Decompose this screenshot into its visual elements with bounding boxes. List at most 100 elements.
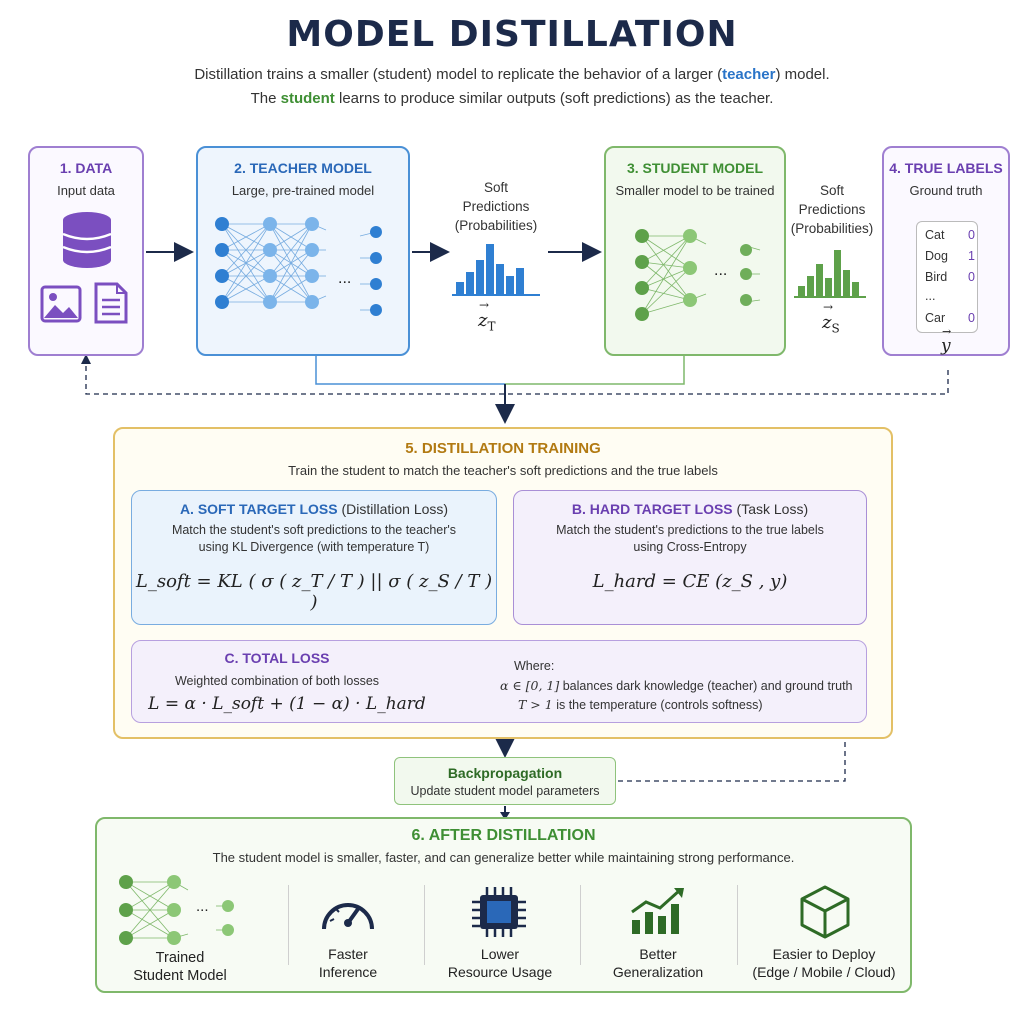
label-name: Dog	[925, 249, 948, 263]
divider	[737, 885, 738, 965]
label-value: 0	[968, 270, 975, 284]
label-row: Bird 0	[925, 270, 975, 284]
hard-loss-title: B. HARD TARGET LOSS	[571, 501, 733, 517]
feature-line2: (Edge / Mobile / Cloud)	[752, 964, 896, 980]
total-loss-desc: Weighted combination of both losses	[174, 674, 380, 688]
student-vector-sub: S	[831, 321, 840, 336]
page-title: MODEL DISTILLATION	[286, 14, 738, 55]
soft-loss-formula: L_soft = KL ( σ ( z_T / T ) || σ ( z_S /…	[135, 571, 493, 613]
alpha-text: balances dark knowledge (teacher) and gr…	[562, 679, 853, 693]
temperature-explanation: T > 1 is the temperature (controls softn…	[518, 697, 763, 712]
divider	[424, 885, 425, 965]
teacher-feed-line	[315, 356, 505, 385]
teacher-soft-predictions-label: Soft Predictions (Probabilities)	[448, 178, 544, 235]
temp-math: T > 1	[518, 697, 553, 712]
label-row: ...	[925, 289, 975, 303]
soft-loss-subtitle: (Distillation Loss)	[337, 501, 449, 517]
after-desc: The student model is smaller, faster, an…	[212, 850, 795, 865]
data-heading: 1. DATA	[59, 160, 113, 176]
student-model-box: 3. STUDENT MODEL Smaller model to be tra…	[604, 146, 786, 356]
label-value: 0	[968, 228, 975, 242]
temp-text: is the temperature (controls softness)	[556, 698, 763, 712]
labels-vector-letter: y	[941, 336, 951, 356]
subtitle-text: Distillation trains a smaller (student) …	[194, 66, 723, 83]
subtitle-text: ) model.	[775, 66, 830, 83]
backprop-heading: Backpropagation	[447, 765, 563, 781]
speedometer-icon	[322, 903, 374, 930]
hard-loss-subtitle: (Task Loss)	[732, 501, 809, 517]
feature-easier-to-deploy: Easier to Deploy (Edge / Mobile / Cloud)	[748, 945, 900, 981]
teacher-heading: 2. TEACHER MODEL	[234, 160, 372, 176]
teacher-vector-sub: T	[487, 319, 496, 334]
hard-loss-desc-1: Match the student's predictions to the t…	[556, 523, 824, 537]
feature-line1: Lower	[480, 946, 520, 962]
data-box: 1. DATA Input data	[28, 146, 144, 356]
backpropagation-box: Backpropagation Update student model par…	[394, 757, 616, 805]
labels-desc: Ground truth	[909, 183, 983, 198]
subtitle-line-1: Distillation trains a smaller (student) …	[0, 66, 1024, 83]
document-icon	[94, 282, 128, 324]
dashed-feedback-top	[85, 366, 949, 395]
student-soft-line3: (Probabilities)	[790, 221, 874, 236]
alpha-explanation: α ∈ [0, 1] balances dark knowledge (teac…	[500, 678, 853, 693]
teacher-ellipsis: ...	[338, 270, 352, 287]
student-soft-line2: Predictions	[798, 202, 866, 217]
teacher-soft-line3: (Probabilities)	[454, 218, 538, 233]
backprop-desc: Update student model parameters	[410, 784, 600, 798]
feature-line1: Better	[639, 946, 677, 962]
student-heading: 3. STUDENT MODEL	[626, 160, 764, 176]
trained-student-label: Trained Student Model	[120, 949, 240, 985]
teacher-desc: Large, pre-trained model	[231, 183, 375, 198]
student-desc: Smaller model to be trained	[615, 183, 775, 198]
label-row: Dog 1	[925, 249, 975, 263]
soft-loss-heading: A. SOFT TARGET LOSS (Distillation Loss)	[132, 501, 496, 517]
label-name: Cat	[925, 228, 945, 242]
feature-line2: Inference	[318, 964, 378, 980]
feature-line1: Faster	[328, 946, 368, 962]
teacher-model-box: 2. TEACHER MODEL Large, pre-trained mode…	[196, 146, 410, 356]
label-value: 1	[968, 249, 975, 263]
total-loss-box: C. TOTAL LOSS Weighted combination of bo…	[131, 640, 867, 723]
student-feed-line	[505, 356, 685, 385]
subtitle-student-word: student	[280, 90, 335, 107]
trained-student-network-icon	[119, 875, 234, 945]
divider	[288, 885, 289, 965]
divider	[580, 885, 581, 965]
trained-line1: Trained	[155, 950, 205, 966]
student-soft-histogram-icon	[794, 250, 866, 298]
soft-loss-title: A. SOFT TARGET LOSS	[179, 501, 338, 517]
feature-better-generalization: Better Generalization	[600, 945, 716, 981]
label-name: Bird	[925, 270, 948, 284]
labels-heading: 4. TRUE LABELS	[889, 160, 1003, 176]
feature-faster-inference: Faster Inference	[298, 945, 398, 981]
soft-target-loss-box: A. SOFT TARGET LOSS (Distillation Loss) …	[131, 490, 497, 625]
feature-lower-resource-usage: Lower Resource Usage	[440, 945, 560, 981]
teacher-output-vector: z→T	[478, 298, 496, 334]
training-heading: 5. DISTILLATION TRAINING	[405, 440, 601, 457]
student-ellipsis: ...	[714, 262, 728, 279]
teacher-soft-line1: Soft	[483, 180, 508, 195]
total-loss-formula: L = α · L_soft + (1 − α) · L_hard	[148, 694, 426, 714]
alpha-math: α ∈ [0, 1]	[500, 678, 560, 693]
teacher-soft-histogram-icon	[452, 244, 540, 296]
student-soft-line1: Soft	[819, 183, 844, 198]
feature-line2: Generalization	[612, 964, 704, 980]
feature-line1: Easier to Deploy	[772, 946, 876, 962]
cube-icon	[800, 885, 850, 939]
feature-line2: Resource Usage	[447, 964, 553, 980]
soft-loss-desc-1: Match the student's soft predictions to …	[171, 523, 457, 537]
trained-line2: Student Model	[133, 968, 227, 984]
training-desc: Train the student to match the teacher's…	[288, 463, 718, 478]
labels-vector: y→	[941, 325, 952, 356]
subtitle-teacher-word: teacher	[722, 66, 776, 83]
chip-icon	[472, 887, 526, 937]
subtitle-text: learns to produce similar outputs (soft …	[334, 90, 774, 107]
label-value: 0	[968, 311, 975, 325]
label-row: Cat 0	[925, 228, 975, 242]
teacher-network-icon	[215, 217, 382, 316]
where-label: Where:	[514, 659, 555, 673]
student-output-vector: z→S	[822, 300, 840, 336]
student-network-icon	[635, 229, 761, 321]
